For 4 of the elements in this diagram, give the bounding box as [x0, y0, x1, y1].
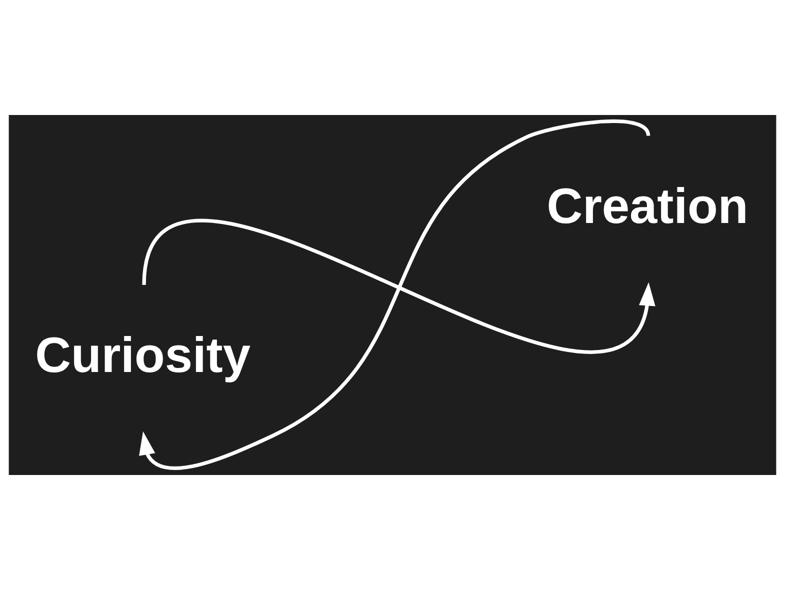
node-text: Creation	[546, 178, 748, 234]
arrow	[139, 119, 650, 470]
node-text: Curiosity	[35, 326, 250, 383]
arrow	[142, 220, 656, 353]
